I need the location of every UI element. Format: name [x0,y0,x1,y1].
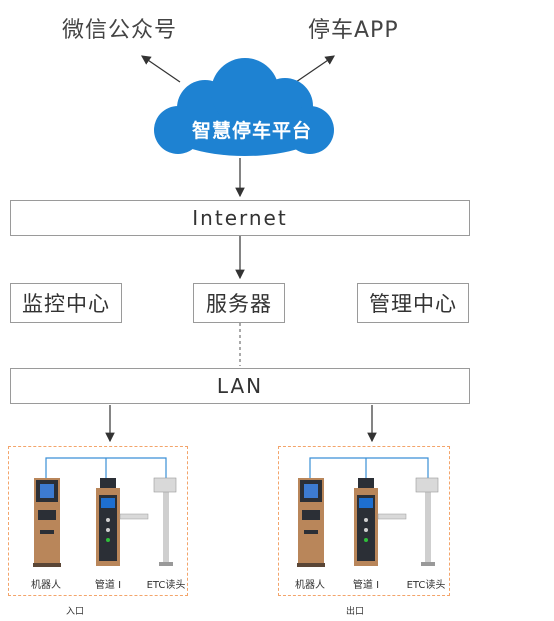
entrance-robot-label: 机器人 [31,580,61,591]
entrance-group [8,446,188,596]
exit-label: 出口 [346,607,365,617]
internet-label: Internet [192,206,288,230]
exit-robot-kiosk [297,478,325,567]
exit-etc-label: ETC读头 [406,580,446,591]
entrance-bus [45,457,167,478]
wechat-label: 微信公众号 [62,18,178,43]
management-center-box: 管理中心 [357,283,469,323]
entrance-channel-label: 管道 I [94,580,122,591]
cloud-shape [154,58,334,156]
exit-robot-label: 机器人 [295,580,325,591]
lan-bar: LAN [10,368,470,404]
entrance-label: 入口 [66,607,85,617]
server-label: 服务器 [206,292,272,316]
monitoring-center-label: 监控中心 [22,292,110,316]
exit-channel-gate [354,478,407,566]
monitoring-center-box: 监控中心 [10,283,122,323]
exit-bus [309,457,429,478]
server-box: 服务器 [193,283,285,323]
entrance-etc-reader [153,477,177,566]
management-center-label: 管理中心 [369,292,457,316]
arrow-to-app [295,55,335,83]
internet-bar: Internet [10,200,470,236]
lan-label: LAN [216,374,264,398]
entrance-robot-kiosk [33,478,61,567]
parking-app-label: 停车APP [308,18,399,43]
exit-channel-label: 管道 I [352,580,380,591]
cloud-platform-label: 智慧停车平台 [191,120,312,142]
entrance-etc-label: ETC读头 [146,580,186,591]
exit-group [278,446,450,596]
arrow-to-wechat [141,55,181,83]
entrance-channel-gate [96,478,149,566]
exit-etc-reader [415,477,439,566]
